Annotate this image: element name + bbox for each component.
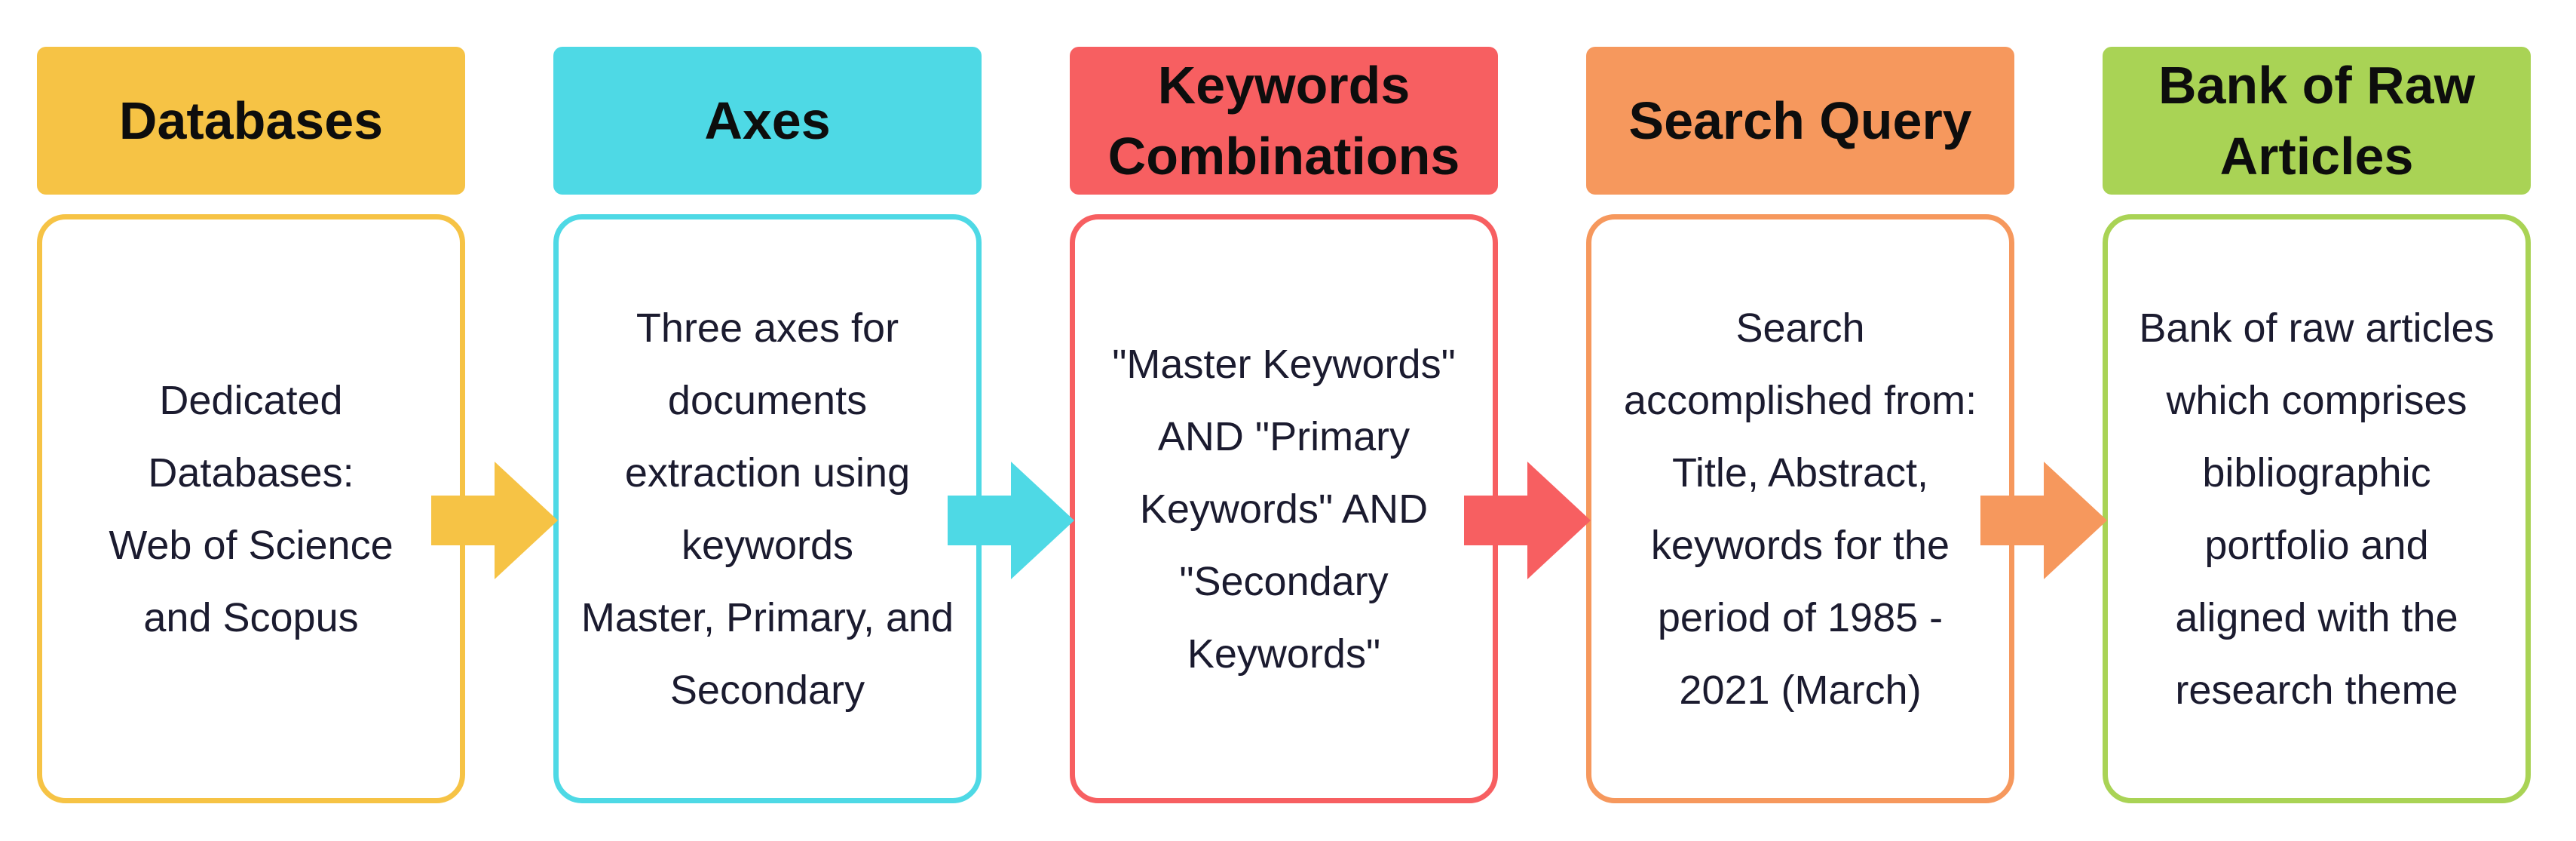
- stage-body-search-query: Search accomplished from: Title, Abstrac…: [1586, 214, 2014, 803]
- stage-header-axes: Axes: [553, 47, 982, 195]
- stage-header-bank-of-raw-articles: Bank of Raw Articles: [2103, 47, 2531, 195]
- stage-body-bank-of-raw-articles: Bank of raw articles which comprises bib…: [2103, 214, 2531, 803]
- right-arrow-icon: [431, 462, 558, 579]
- stage-bank-of-raw-articles: Bank of Raw Articles Bank of raw article…: [2103, 0, 2531, 841]
- stage-body-axes: Three axes for documents extraction usin…: [553, 214, 982, 803]
- right-arrow-icon: [1464, 462, 1591, 579]
- stage-header-keywords-combinations: Keywords Combinations: [1070, 47, 1498, 195]
- stage-keywords-combinations: Keywords Combinations "Master Keywords" …: [1070, 0, 1498, 841]
- stage-body-keywords-combinations: "Master Keywords" AND "Primary Keywords"…: [1070, 214, 1498, 803]
- stage-search-query: Search Query Search accomplished from: T…: [1586, 0, 2014, 841]
- stage-databases: Databases Dedicated Databases: Web of Sc…: [37, 0, 465, 841]
- right-arrow-icon: [1980, 462, 2107, 579]
- stage-body-databases: Dedicated Databases: Web of Science and …: [37, 214, 465, 803]
- right-arrow-icon: [948, 462, 1074, 579]
- stage-axes: Axes Three axes for documents extraction…: [553, 0, 982, 841]
- stage-header-search-query: Search Query: [1586, 47, 2014, 195]
- stage-header-databases: Databases: [37, 47, 465, 195]
